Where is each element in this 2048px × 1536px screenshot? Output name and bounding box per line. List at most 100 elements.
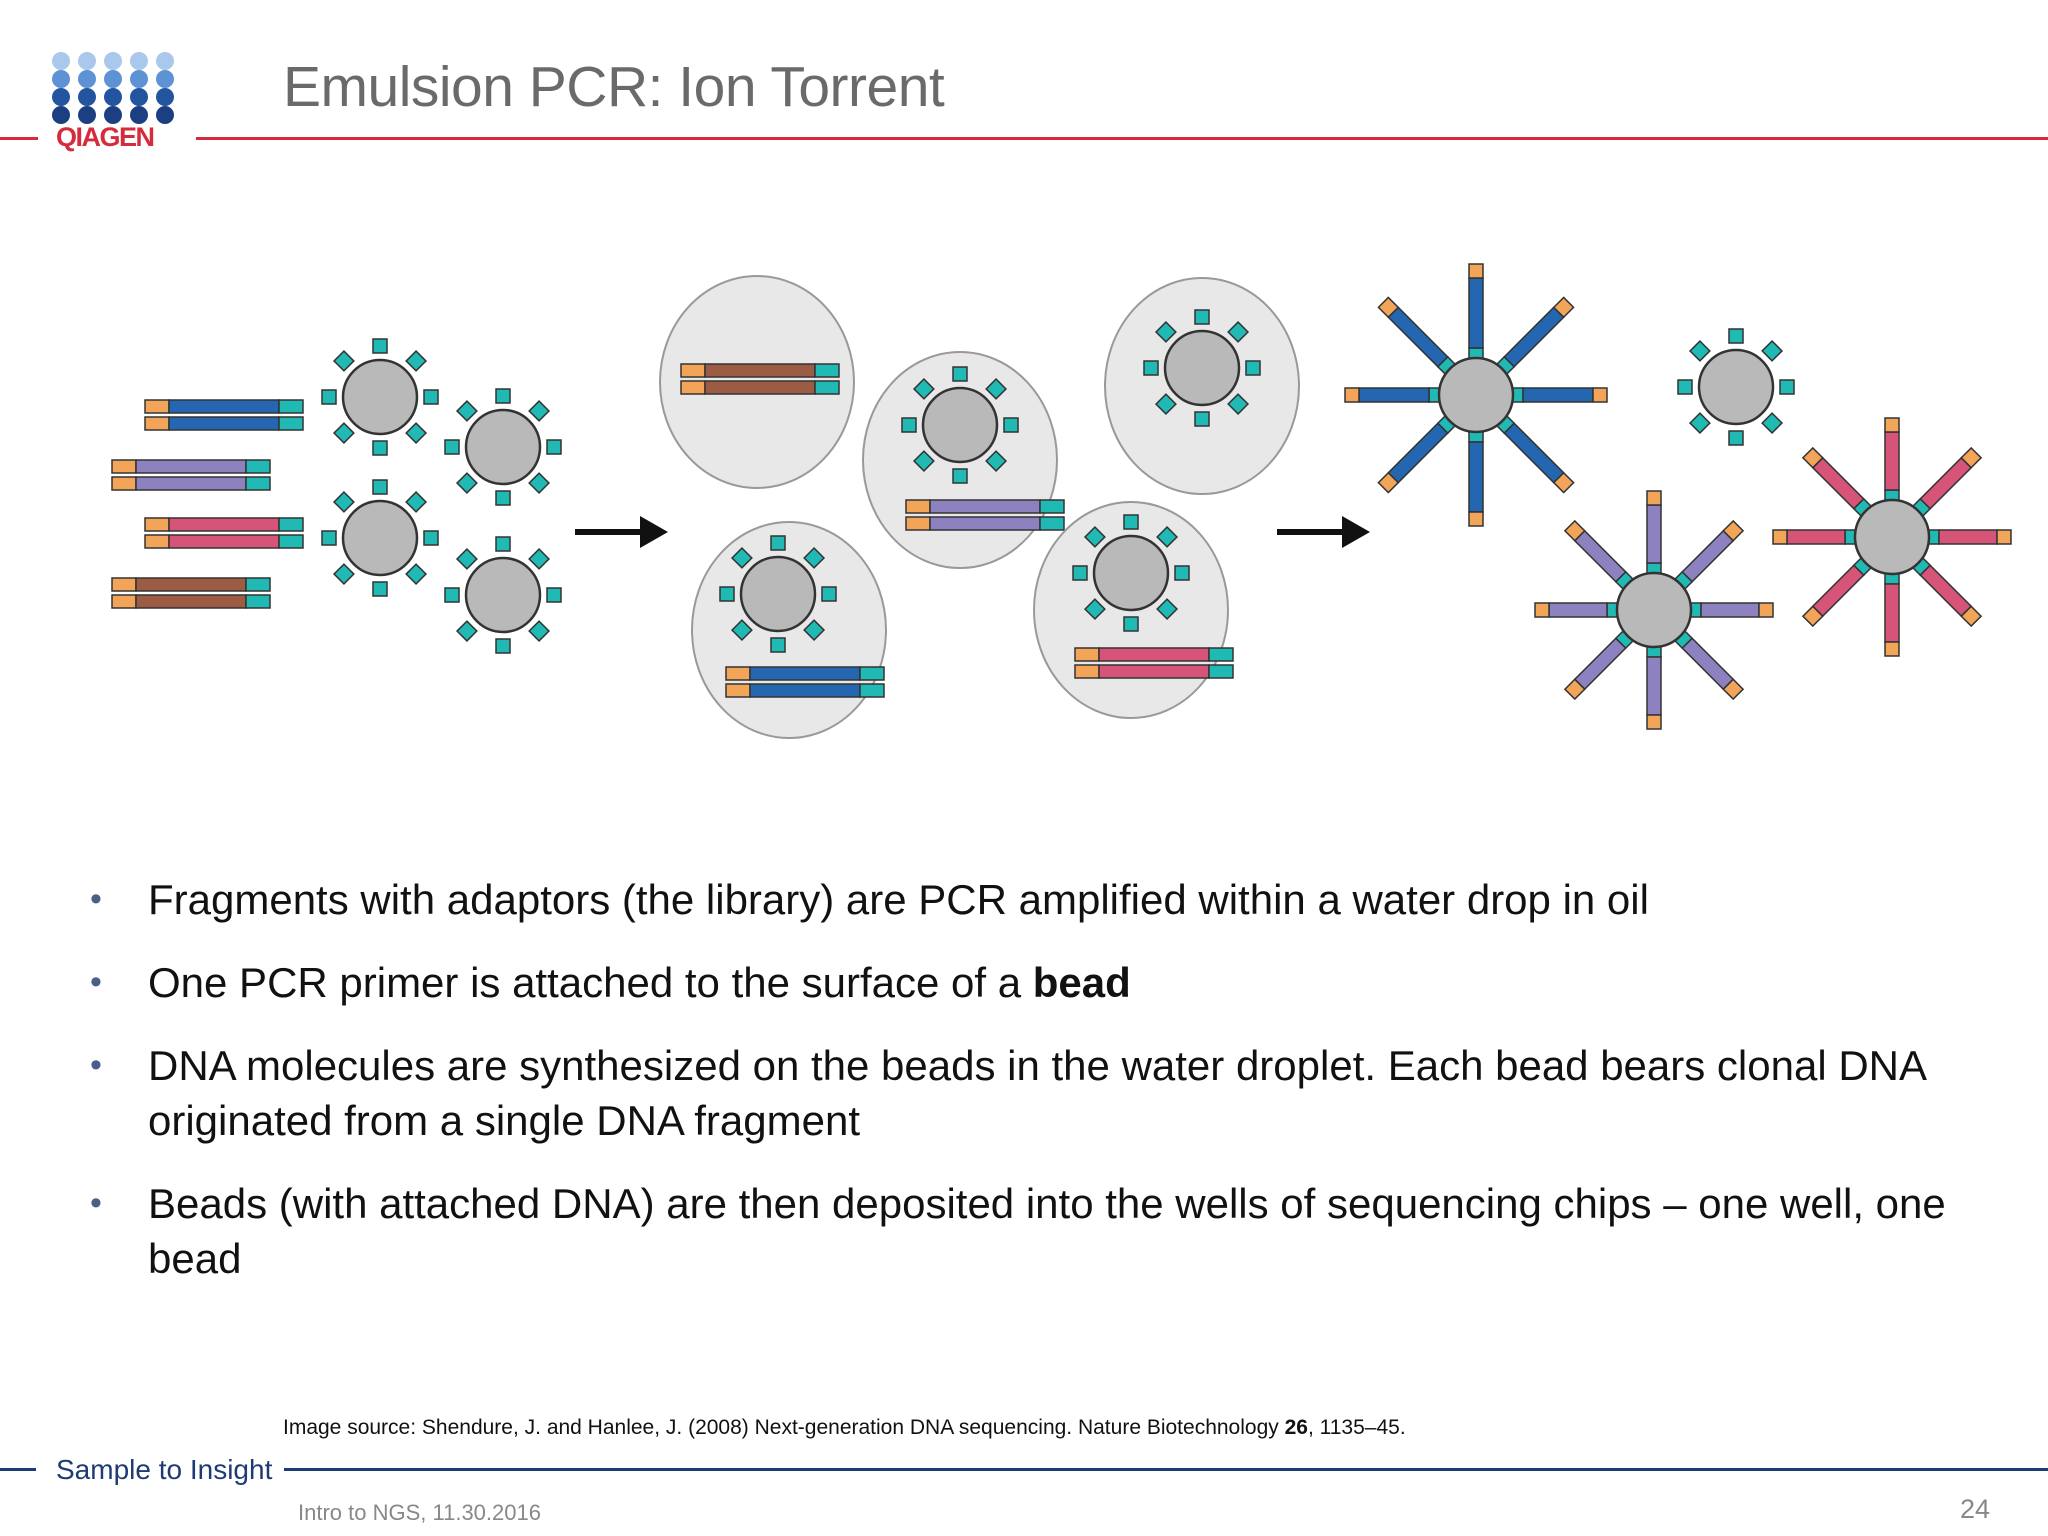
primer (372, 479, 388, 495)
adaptor-right (1208, 647, 1234, 662)
primer (770, 637, 786, 653)
bullet-item: •DNA molecules are synthesized on the be… (90, 1038, 2010, 1148)
bullet-item: •One PCR primer is attached to the surfa… (90, 955, 2010, 1010)
strand-segment (1387, 306, 1449, 368)
adaptor-right (859, 666, 885, 681)
bullet-text: bead (1032, 959, 1131, 1006)
dna-fragment (135, 577, 247, 592)
primer (495, 638, 511, 654)
adaptor-right (278, 399, 304, 414)
clonal-strand (1884, 569, 1900, 657)
dna-fragment (1098, 664, 1210, 679)
bullet-text: Beads (with attached DNA) are then depos… (148, 1180, 1946, 1282)
primer (1083, 525, 1106, 548)
bullet-dot-icon: • (90, 1184, 102, 1222)
primer (912, 450, 935, 473)
clonal-strand (1671, 627, 1745, 701)
logo-dot (130, 70, 148, 88)
primer (332, 490, 355, 513)
strand-segment (1468, 277, 1484, 349)
adaptor-right (245, 577, 271, 592)
dna-fragment (168, 534, 280, 549)
primer (321, 530, 337, 546)
strand-segment (1884, 417, 1900, 433)
primer (1194, 309, 1210, 325)
primer (332, 349, 355, 372)
strand-segment (1387, 422, 1449, 484)
strand-segment (1468, 511, 1484, 527)
logo-dot (52, 88, 70, 106)
clonal-strand (1534, 602, 1622, 618)
primer (455, 399, 478, 422)
logo-dot (104, 70, 122, 88)
strand-segment (1772, 529, 1788, 545)
strand-segment (1996, 529, 2012, 545)
primer (1728, 430, 1744, 446)
primer (321, 389, 337, 405)
strand-segment (1358, 387, 1430, 403)
dna-fragment (135, 459, 247, 474)
primer (901, 417, 917, 433)
strand-segment (1552, 296, 1575, 319)
primer (912, 377, 935, 400)
primer (719, 586, 735, 602)
clonal-strand (1377, 296, 1459, 378)
logo-dot (52, 52, 70, 70)
clonal-strand (1772, 529, 1860, 545)
bead (1697, 348, 1775, 426)
arrow-head-icon (640, 516, 668, 548)
primer (423, 389, 439, 405)
adaptor-right (1039, 516, 1065, 531)
strand-segment (1563, 519, 1586, 542)
primer (1194, 411, 1210, 427)
logo-dot (78, 106, 96, 124)
bullet-list: • Fragments with adaptors (the library) a… (90, 872, 2010, 1314)
strand-segment (1468, 263, 1484, 279)
adaptor-left (725, 683, 751, 698)
adaptor-left (111, 476, 137, 491)
arrow-head-icon (1342, 516, 1370, 548)
strand-segment (1884, 641, 1900, 657)
clonal-strand (1377, 412, 1459, 494)
strand-segment (1344, 387, 1360, 403)
logo-dot (130, 52, 148, 70)
logo-dot (52, 70, 70, 88)
strand-segment (1377, 296, 1400, 319)
primer (1688, 412, 1711, 435)
primer (1761, 412, 1784, 435)
primer (495, 490, 511, 506)
strand-segment (1646, 714, 1662, 730)
clonal-strand (1468, 427, 1484, 527)
strand-segment (1786, 529, 1846, 545)
citation-volume: 26 (1284, 1416, 1308, 1439)
strand-segment (1811, 564, 1865, 618)
bead (1853, 498, 1931, 576)
primer (405, 422, 428, 445)
logo-dot (78, 52, 96, 70)
strand-segment (1681, 637, 1735, 691)
primer (770, 535, 786, 551)
logo-dot (130, 88, 148, 106)
page-number: 24 (1960, 1494, 1991, 1524)
strand-segment (1884, 431, 1900, 491)
primer (1083, 598, 1106, 621)
primer (423, 530, 439, 546)
adaptor-right (278, 517, 304, 532)
logo-dot (78, 88, 96, 106)
bullet-dot-icon: • (90, 1046, 102, 1084)
primer (985, 450, 1008, 473)
bullet-text: Fragments with adaptors (the library) ar… (148, 876, 1649, 923)
adaptor-left (144, 399, 170, 414)
logo-dot (156, 106, 174, 124)
primer (372, 440, 388, 456)
primer (1761, 339, 1784, 362)
adaptor-right (278, 416, 304, 431)
strand-segment (1573, 637, 1627, 691)
clonal-strand (1563, 627, 1637, 701)
clonal-strand (1646, 642, 1662, 730)
dna-fragment (749, 666, 861, 681)
primer (372, 338, 388, 354)
bead (341, 499, 419, 577)
logo-dot (104, 106, 122, 124)
strand-segment (1646, 504, 1662, 564)
